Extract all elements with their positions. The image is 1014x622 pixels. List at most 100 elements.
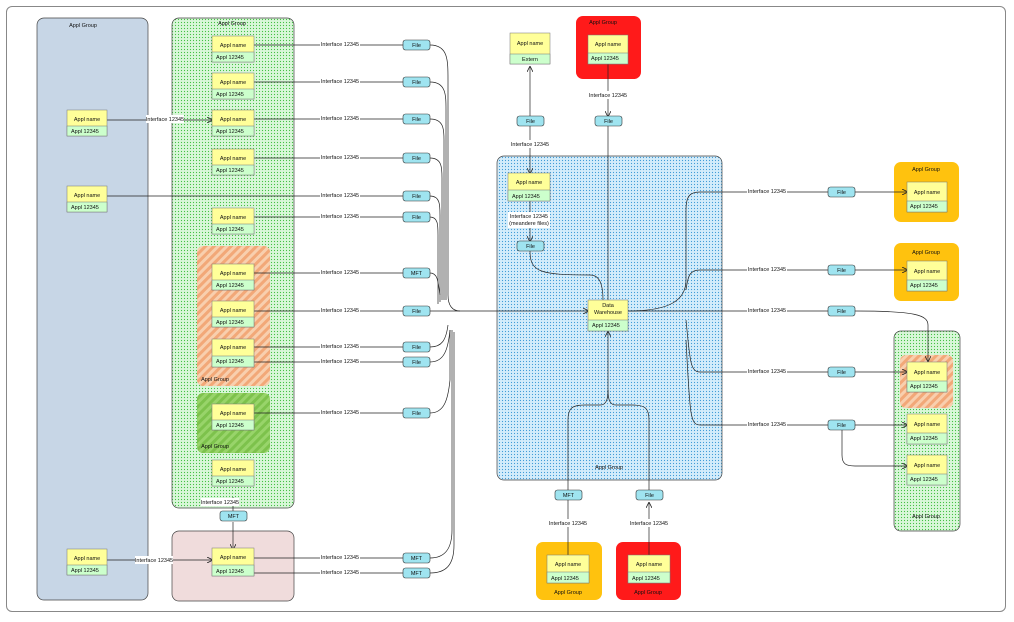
svg-text:File: File (604, 119, 613, 125)
svg-text:Appl 12345: Appl 12345 (910, 384, 938, 390)
svg-text:Appl 12345: Appl 12345 (216, 320, 244, 326)
group-label: Appl Group (589, 20, 617, 26)
connector (429, 216, 439, 304)
interface-label: Interface 12345 (321, 308, 359, 314)
file-node[interactable]: File (827, 419, 856, 431)
file-node[interactable]: File (635, 489, 664, 501)
connector (429, 157, 443, 300)
connector (685, 319, 828, 373)
app-box[interactable]: Appl name Appl 12345 (906, 260, 948, 292)
svg-text:File: File (526, 244, 535, 250)
diagram-frame (6, 6, 1006, 612)
file-node[interactable]: File (402, 305, 431, 317)
app-box[interactable]: Appl name Appl 12345 (66, 548, 108, 576)
interface-label: Interface 12345 (321, 116, 359, 122)
app-box-data-warehouse[interactable]: Data Warehouse Appl 12345 (587, 299, 629, 332)
app-box[interactable]: Appl name Appl 12345 (211, 148, 255, 176)
file-node[interactable]: File (827, 366, 856, 378)
svg-text:Appl name: Appl name (914, 269, 940, 275)
app-box[interactable]: Appl name Appl 12345 (211, 338, 255, 368)
file-node[interactable]: File (402, 76, 431, 88)
svg-text:Appl name: Appl name (517, 41, 543, 47)
app-box[interactable]: Appl name Appl 12345 (211, 109, 255, 137)
interface-label: Interface 12345 (321, 42, 359, 48)
interface-label: Interface 12345 (748, 267, 786, 273)
connector (841, 430, 907, 466)
app-box[interactable]: Appl name Appl 12345 (211, 35, 255, 63)
svg-text:Appl name: Appl name (220, 308, 246, 314)
app-box[interactable]: Appl name Appl 12345 (211, 263, 255, 291)
file-node[interactable]: File (827, 186, 856, 198)
app-box[interactable]: Appl name Appl 12345 (211, 547, 255, 577)
svg-text:Appl 12345: Appl 12345 (216, 92, 244, 98)
svg-text:Appl name: Appl name (220, 345, 246, 351)
file-node[interactable]: File (827, 264, 856, 276)
svg-text:Appl 12345: Appl 12345 (591, 56, 619, 62)
app-box[interactable]: Appl name Appl 12345 (906, 361, 948, 393)
file-node[interactable]: File (402, 39, 431, 51)
connector (685, 339, 828, 426)
interface-label: Interface 12345 (146, 117, 184, 123)
file-node[interactable]: File (402, 190, 431, 202)
app-box[interactable]: Appl name Appl 12345 (906, 454, 948, 486)
file-node[interactable]: File (516, 240, 545, 252)
connector (429, 81, 447, 300)
app-box[interactable]: Appl name Appl 12345 (66, 185, 108, 213)
app-box[interactable]: Appl name Appl 12345 (546, 554, 590, 584)
file-node[interactable]: File (402, 341, 431, 353)
svg-text:File: File (412, 215, 421, 221)
mft-node[interactable]: MFT (402, 267, 431, 279)
connector (429, 272, 441, 296)
svg-text:Appl 12345: Appl 12345 (71, 205, 99, 211)
svg-text:File: File (837, 309, 846, 315)
interface-label: Interface 12345 (748, 189, 786, 195)
svg-text:File: File (837, 370, 846, 376)
file-node[interactable]: File (594, 115, 623, 127)
group-label: Appl Group (912, 514, 940, 520)
mft-node[interactable]: MFT (554, 489, 583, 501)
app-box[interactable]: Appl name Appl 12345 (507, 172, 551, 202)
group-label: Appl Group (595, 465, 623, 471)
app-box[interactable]: Appl name Appl 12345 (627, 554, 671, 584)
file-node[interactable]: File (516, 115, 545, 127)
app-box[interactable]: Appl name Appl 12345 (211, 207, 255, 235)
mft-node[interactable]: MFT (402, 567, 431, 579)
svg-text:Appl name: Appl name (220, 156, 246, 162)
file-node[interactable]: File (402, 407, 431, 419)
svg-text:File: File (412, 345, 421, 351)
svg-text:Appl name: Appl name (914, 370, 940, 376)
app-box[interactable]: Appl name Appl 12345 (211, 403, 255, 431)
svg-text:File: File (412, 156, 421, 162)
svg-text:File: File (837, 268, 846, 274)
mft-node[interactable]: MFT (402, 552, 431, 564)
app-box[interactable]: Appl name Appl 12345 (211, 300, 255, 328)
interface-label: Interface 12345 (510, 214, 548, 220)
svg-text:Appl 12345: Appl 12345 (910, 283, 938, 289)
file-node[interactable]: File (402, 356, 431, 368)
interface-label: Interface 12345 (321, 555, 359, 561)
svg-text:Appl 12345: Appl 12345 (632, 576, 660, 582)
interface-label: Interface 12345 (135, 558, 173, 564)
svg-text:Appl 12345: Appl 12345 (216, 129, 244, 135)
svg-text:File: File (412, 411, 421, 417)
interface-label: Interface 12345 (630, 521, 668, 527)
svg-text:Appl 12345: Appl 12345 (216, 569, 244, 575)
file-node[interactable]: File (402, 113, 431, 125)
file-node[interactable]: File (827, 305, 856, 317)
mft-node[interactable]: MFT (219, 510, 248, 522)
connector (854, 310, 928, 361)
connector (429, 330, 451, 414)
app-box[interactable]: Appl name Appl 12345 (66, 109, 108, 137)
group-left-blue (36, 17, 149, 601)
app-box[interactable]: Appl name Appl 12345 (587, 34, 629, 65)
app-box[interactable]: Appl name Appl 12345 (906, 413, 948, 445)
app-box[interactable]: Appl name Appl 12345 (211, 72, 255, 100)
file-node[interactable]: File (402, 152, 431, 164)
svg-text:Appl 12345: Appl 12345 (216, 55, 244, 61)
app-box[interactable]: Appl name Appl 12345 (211, 459, 255, 487)
app-box[interactable]: Appl name Appl 12345 (906, 181, 948, 213)
group-label: Appl Group (69, 23, 97, 29)
svg-text:Appl name: Appl name (220, 117, 246, 123)
file-node[interactable]: File (402, 211, 431, 223)
app-box-extern[interactable]: Appl name Extern (509, 32, 551, 65)
